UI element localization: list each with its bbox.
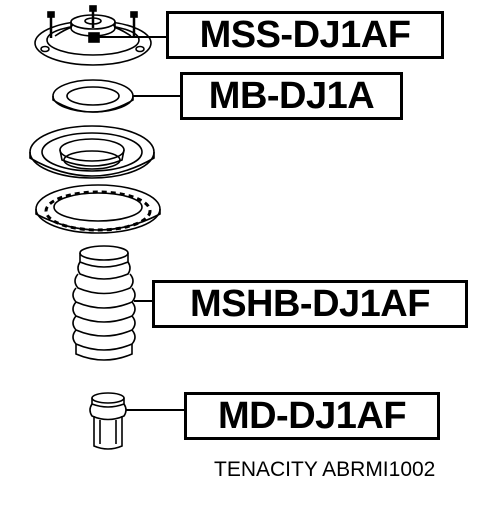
bump-stop-drawing — [89, 392, 184, 450]
part-label-bearing: MB-DJ1A — [180, 72, 403, 120]
bearing-drawing — [52, 79, 180, 113]
spring-seat-drawing — [29, 125, 155, 179]
spring-pad-drawing — [35, 184, 161, 234]
part-label-bump-stop: MD-DJ1AF — [184, 392, 440, 440]
strut-mount-drawing — [34, 5, 166, 66]
part-label-strut-mount: MSS-DJ1AF — [166, 11, 444, 59]
caption-text: TENACITY ABRMI1002 — [214, 458, 436, 481]
dust-boot-drawing — [72, 245, 152, 361]
part-label-dust-boot: MSHB-DJ1AF — [152, 280, 468, 328]
